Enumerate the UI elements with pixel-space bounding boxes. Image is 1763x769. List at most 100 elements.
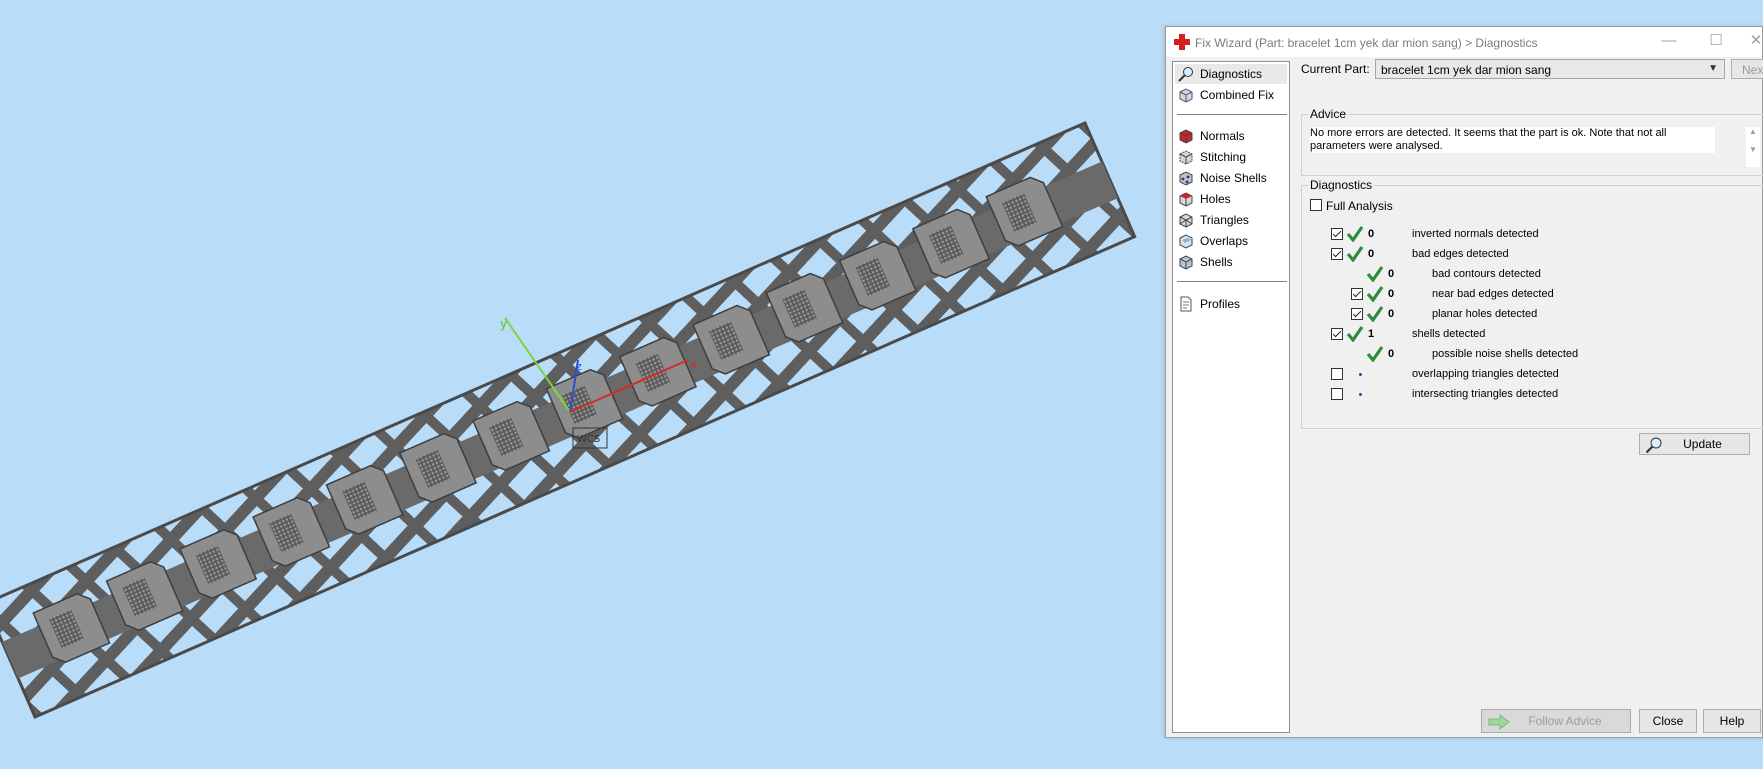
noise-shells-label: possible noise shells detected	[1432, 348, 1579, 360]
bad-edges-count: 0	[1368, 248, 1375, 260]
nav-item-diagnostics[interactable]: Diagnostics	[1175, 64, 1287, 84]
check-ok-icon	[1366, 346, 1384, 362]
shells-count: 1	[1368, 328, 1375, 340]
check-ok-icon	[1346, 326, 1364, 342]
shells-label: shells detected	[1412, 328, 1486, 340]
fix-wizard-dialog: Fix Wizard (Part: bracelet 1cm yek dar m…	[1165, 26, 1763, 738]
nav-label: Overlaps	[1200, 234, 1249, 248]
follow-advice-button[interactable]: Follow Advice	[1481, 709, 1631, 733]
overlapping-triangles-checkbox[interactable]	[1331, 368, 1343, 380]
current-part-value: bracelet 1cm yek dar mion sang	[1381, 63, 1552, 77]
noise-shells-count: 0	[1388, 348, 1395, 360]
check-ok-icon	[1346, 246, 1364, 262]
shells-checkbox[interactable]	[1331, 328, 1343, 340]
follow-advice-label: Follow Advice	[1528, 714, 1602, 728]
title-bar[interactable]: Fix Wizard (Part: bracelet 1cm yek dar m…	[1166, 27, 1762, 57]
inverted-normals-label: inverted normals detected	[1412, 228, 1539, 240]
app-cross-icon	[1174, 34, 1190, 50]
bad-edges-checkbox[interactable]	[1331, 248, 1343, 260]
minimize-button[interactable]: —	[1661, 32, 1677, 49]
triangles-cube-icon	[1179, 213, 1193, 228]
advice-text: No more errors are detected. It seems th…	[1310, 127, 1715, 153]
nav-item-holes[interactable]: Holes	[1175, 189, 1287, 209]
axis-triad: y z x WCS	[500, 317, 697, 449]
close-button[interactable]: Close	[1639, 709, 1697, 733]
nav-label: Stitching	[1200, 150, 1247, 164]
help-button[interactable]: Help	[1703, 709, 1761, 733]
nav-separator	[1177, 114, 1287, 115]
update-button[interactable]: Update	[1639, 433, 1750, 455]
close-window-button[interactable]: ✕	[1749, 32, 1763, 49]
3d-viewport[interactable]: y z x WCS	[0, 0, 1160, 769]
planar-holes-label: planar holes detected	[1432, 308, 1538, 320]
nav-separator	[1177, 281, 1287, 282]
nav-item-normals[interactable]: Normals	[1175, 126, 1287, 146]
advice-group: Advice No more errors are detected. It s…	[1301, 107, 1763, 176]
axis-y-label: y	[500, 317, 507, 331]
nav-label: Holes	[1200, 192, 1231, 206]
bad-contours-label: bad contours detected	[1432, 268, 1541, 280]
planar-holes-count: 0	[1388, 308, 1395, 320]
nav-item-combined-fix[interactable]: Combined Fix	[1175, 85, 1287, 105]
bad-edges-label: bad edges detected	[1412, 248, 1509, 260]
not-analysed-dot-icon	[1359, 373, 1362, 376]
nav-label: Triangles	[1200, 213, 1249, 227]
check-ok-icon	[1366, 286, 1384, 302]
shells-cube-icon	[1179, 255, 1193, 270]
update-label: Update	[1683, 437, 1722, 451]
nav-item-overlaps[interactable]: Overlaps	[1175, 231, 1287, 251]
bad-contours-count: 0	[1388, 268, 1395, 280]
advice-scrollbar[interactable]: ▲▼	[1746, 127, 1760, 167]
wcs-label: WCS	[577, 434, 600, 445]
nav-label: Noise Shells	[1200, 171, 1267, 185]
intersecting-triangles-label: intersecting triangles detected	[1412, 388, 1559, 400]
advice-title: Advice	[1308, 107, 1349, 121]
nav-item-stitching[interactable]: Stitching	[1175, 147, 1287, 167]
full-analysis-label: Full Analysis	[1326, 199, 1393, 213]
bracelet-model[interactable]: y z x WCS	[0, 0, 1160, 769]
check-ok-icon	[1366, 306, 1384, 322]
overlaps-cube-icon	[1179, 234, 1193, 249]
current-part-select[interactable]: bracelet 1cm yek dar mion sang ▼	[1375, 59, 1725, 79]
next-button[interactable]: Next	[1731, 59, 1763, 79]
full-analysis-checkbox[interactable]	[1310, 199, 1322, 211]
check-ok-icon	[1366, 266, 1384, 282]
magnifier-icon	[1178, 67, 1193, 82]
nav-item-profiles[interactable]: Profiles	[1175, 294, 1287, 314]
nav-item-noise-shells[interactable]: Noise Shells	[1175, 168, 1287, 188]
stitching-cube-icon	[1179, 150, 1193, 165]
axis-z-label: z	[576, 360, 582, 373]
near-bad-edges-label: near bad edges detected	[1432, 288, 1554, 300]
arrow-right-icon	[1488, 714, 1510, 730]
nav-item-triangles[interactable]: Triangles	[1175, 210, 1287, 230]
holes-cube-icon	[1179, 192, 1193, 207]
normals-cube-icon	[1179, 129, 1193, 144]
nav-label: Shells	[1200, 255, 1233, 269]
inverted-normals-checkbox[interactable]	[1331, 228, 1343, 240]
nav-label: Profiles	[1200, 297, 1241, 311]
magnifier-icon	[1645, 437, 1662, 454]
near-bad-edges-checkbox[interactable]	[1351, 288, 1363, 300]
document-icon	[1180, 296, 1192, 312]
window-title: Fix Wizard (Part: bracelet 1cm yek dar m…	[1195, 36, 1538, 50]
nav-label: Combined Fix	[1200, 88, 1275, 102]
planar-holes-checkbox[interactable]	[1351, 308, 1363, 320]
near-bad-edges-count: 0	[1388, 288, 1395, 300]
check-ok-icon	[1346, 226, 1364, 242]
axis-x-label: x	[690, 358, 697, 371]
nav-item-shells[interactable]: Shells	[1175, 252, 1287, 272]
not-analysed-dot-icon	[1359, 393, 1362, 396]
diagnostics-title: Diagnostics	[1308, 178, 1375, 192]
inverted-normals-count: 0	[1368, 228, 1375, 240]
nav-label: Normals	[1200, 129, 1245, 143]
intersecting-triangles-checkbox[interactable]	[1331, 388, 1343, 400]
noise-shells-icon	[1179, 171, 1193, 186]
nav-label: Diagnostics	[1200, 67, 1263, 81]
maximize-button[interactable]: ☐	[1709, 32, 1723, 49]
wizard-nav-list: Diagnostics Combined Fix Normals Stitchi…	[1172, 61, 1290, 733]
diagnostics-group: Diagnostics Full Analysis 0 inverted nor…	[1301, 178, 1763, 429]
overlapping-triangles-label: overlapping triangles detected	[1412, 368, 1559, 380]
chevron-down-icon: ▼	[1708, 63, 1718, 74]
cube-icon	[1179, 88, 1193, 103]
current-part-label: Current Part:	[1301, 62, 1370, 76]
